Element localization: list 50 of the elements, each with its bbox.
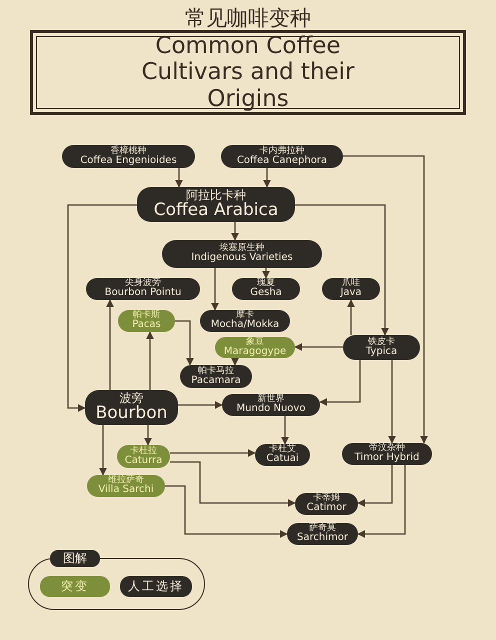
arrow <box>144 425 152 446</box>
cultivar-pill: 阿拉比卡种 Coffea Arabica <box>137 187 295 222</box>
arrow <box>178 401 223 409</box>
cultivar-pill: 瑰夏 Gesha <box>232 278 300 300</box>
arrow <box>175 320 194 366</box>
arrow <box>347 299 355 335</box>
arrow <box>99 425 107 476</box>
cultivar-pill: 铁皮卡 Typica <box>343 335 420 360</box>
cultivar-pill: 卡蒂姆 Catimor <box>295 493 358 515</box>
arrow <box>106 299 114 390</box>
arrow <box>357 465 406 538</box>
mutation-pill: 帕卡斯 Pacas <box>118 310 175 332</box>
arrow <box>281 416 289 445</box>
arrow <box>175 168 183 188</box>
title: 常见咖啡变种 <box>184 5 312 32</box>
cultivar-pill: 尖身波旁 Bourbon Pointu <box>86 278 200 300</box>
arrow <box>357 465 393 507</box>
heading-banner: Common Coffee Cultivars and their Origins <box>30 30 466 115</box>
arrow <box>146 331 154 390</box>
arrow <box>165 485 288 538</box>
cultivar-pill: 帕卡马拉 Pacamara <box>180 365 252 388</box>
legend-title: 图解 <box>50 550 100 567</box>
arrow <box>388 360 396 444</box>
arrow <box>262 268 270 279</box>
arrow <box>295 204 389 336</box>
cultivar-pill: 新世界 Mundo Nuovo <box>222 394 320 416</box>
arrow <box>170 461 296 507</box>
arrow <box>170 449 256 457</box>
arrow <box>263 168 271 188</box>
cultivar-pill: 香樟桃种 Coffea Engenioides <box>62 145 195 168</box>
arrow <box>294 343 343 351</box>
mutation-pill: 维拉萨奇 Villa Sarchi <box>87 475 165 497</box>
arrow <box>67 204 137 412</box>
legend-swatch: 人工选择 <box>120 576 192 597</box>
cultivar-pill: 爪哇 Java <box>322 278 380 300</box>
cultivar-pill: 萨奇莫 Sarchimor <box>287 523 358 545</box>
arrow <box>319 360 361 406</box>
cultivar-pill: 卡内弗拉种 Coffea Canephora <box>221 145 343 168</box>
arrow <box>211 268 219 311</box>
arrow <box>343 155 428 444</box>
cultivar-pill: 摩卡 Mocha/Mokka <box>200 310 290 332</box>
legend-swatch: 突变 <box>40 576 110 597</box>
arrow <box>231 222 239 241</box>
mutation-pill: 卡杜拉 Caturra <box>117 445 170 468</box>
arrow <box>231 358 239 366</box>
cultivar-pill: 埃塞原生种 Indigenous Varieties <box>162 240 322 268</box>
cultivar-pill: 波旁 Bourbon <box>85 390 178 425</box>
cultivar-pill: 卡杜艾 Catuai <box>255 444 310 466</box>
cultivar-pill: 帝汶杂种 Timor Hybrid <box>342 443 432 465</box>
mutation-pill: 象豆 Maragogype <box>215 337 295 358</box>
